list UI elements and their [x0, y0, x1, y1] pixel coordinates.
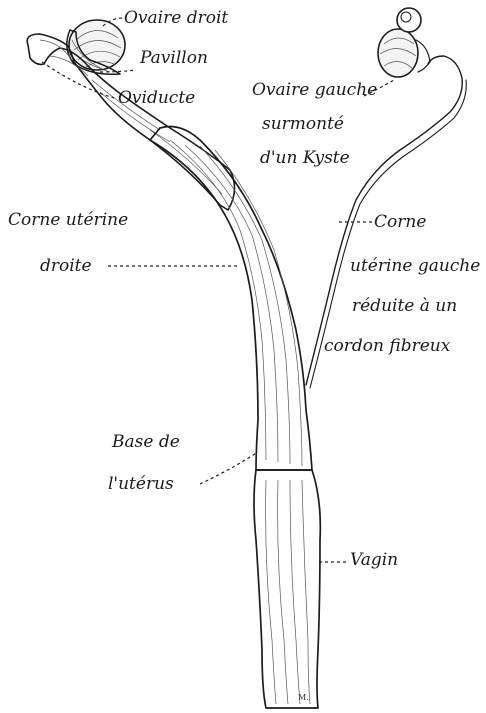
label-ovaire-gauche-3: d'un Kyste [260, 148, 350, 168]
left-ovary-with-cyst [378, 8, 430, 77]
label-corne-gauche-1: Corne [374, 212, 426, 232]
vagina: M. [254, 470, 320, 708]
label-vagin: Vagin [350, 550, 398, 570]
label-base-2: l'utérus [108, 474, 174, 494]
label-oviducte: Oviducte [118, 88, 195, 108]
uterine-body [150, 127, 312, 471]
label-ovaire-gauche-2: surmonté [262, 114, 344, 134]
label-ovaire-droit: Ovaire droit [124, 8, 228, 28]
label-corne-gauche-3: réduite à un [352, 296, 457, 316]
svg-text:M.: M. [298, 693, 309, 702]
label-ovaire-gauche-1: Ovaire gauche [252, 80, 377, 100]
leader-base [200, 452, 258, 484]
label-corne-droite-2: droite [40, 256, 92, 276]
label-base-1: Base de [112, 432, 180, 452]
label-corne-gauche-4: cordon fibreux [324, 336, 450, 356]
label-corne-gauche-2: utérine gauche [350, 256, 480, 276]
label-corne-droite-1: Corne utérine [8, 210, 128, 230]
label-pavillon: Pavillon [140, 48, 208, 68]
